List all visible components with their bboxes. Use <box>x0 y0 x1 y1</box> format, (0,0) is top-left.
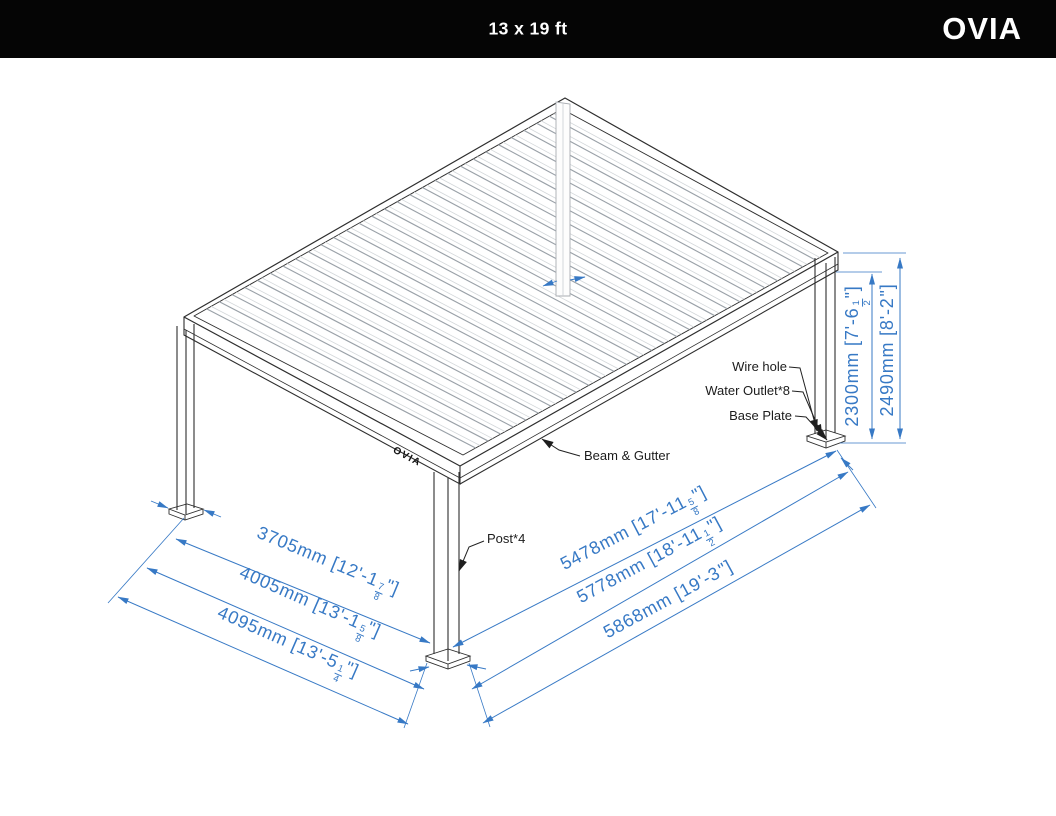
label-post: Post*4 <box>487 531 526 546</box>
post-front <box>424 472 472 670</box>
center-beam-strip <box>555 101 571 297</box>
leader-lines <box>458 366 828 572</box>
dim-height-total: 2490mm [8'-2"] <box>877 283 897 417</box>
header-bar: 13 x 19 ft OVIA <box>0 0 1056 58</box>
dimension-lines <box>107 252 906 729</box>
roof-louvers <box>206 113 821 449</box>
label-base-plate: Base Plate <box>729 408 792 423</box>
post-right <box>805 257 847 449</box>
post-left <box>167 324 205 521</box>
label-beam-gutter: Beam & Gutter <box>584 448 670 463</box>
size-title: 13 x 19 ft <box>488 18 568 39</box>
label-wire-hole: Wire hole <box>732 359 787 374</box>
label-water-outlet: Water Outlet*8 <box>705 383 790 398</box>
brand-logo: OVIA <box>942 11 1022 46</box>
